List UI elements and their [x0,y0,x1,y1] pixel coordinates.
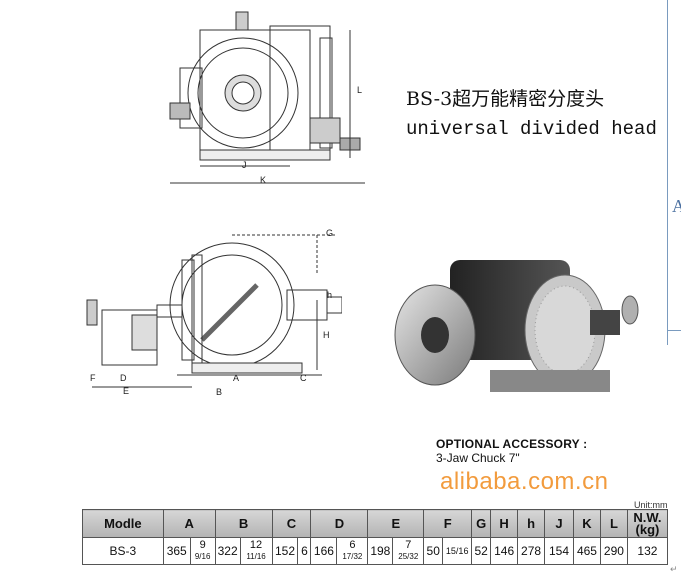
panel-letter: A [672,196,681,216]
cell-L: 290 [599,537,628,565]
dim-label-L: L [357,85,363,95]
header-A: A [162,509,216,538]
header-nw: N.W.(kg) [626,509,669,538]
cell-C-mm: 152 [271,537,299,565]
header-H: H [490,509,519,538]
watermark: alibaba.com.cn [440,468,609,495]
cell-nw: 132 [626,537,669,565]
spec-table: Modle A B C D E F G H h J K L N.W.(kg) B… [82,509,669,565]
cell-model: BS-3 [82,537,164,565]
header-E: E [367,509,425,538]
cell-B-in-whole: 12 [249,539,263,551]
cell-D-in-frac: 17/32 [342,552,363,561]
cell-C-in: 6 [297,537,312,565]
front-view-drawing [169,11,365,184]
cell-G: 52 [471,537,492,565]
cell-F-in: 15/16 [442,537,473,565]
header-K: K [572,509,601,538]
side-view-drawing [86,234,342,388]
dim-label-G: G [326,228,334,238]
cell-H: 146 [490,537,519,565]
heading-english: universal divided head [406,118,657,140]
dim-label-J: J [242,160,247,170]
product-heading: BS-3超万能精密分度头 universal divided head [406,84,657,144]
dim-label-B: B [216,387,223,397]
cell-J: 154 [544,537,574,565]
header-F: F [423,509,473,538]
dim-label-C: C [300,373,307,383]
header-J: J [544,509,574,538]
cell-B-mm: 322 [214,537,241,565]
cell-A-in-frac: 9/16 [194,552,211,561]
header-h: h [517,509,546,538]
header-B: B [214,509,273,538]
cell-D-in-whole: 6 [349,539,356,551]
cell-A-mm: 365 [162,537,191,565]
heading-chinese: BS-3超万能精密分度头 [406,88,605,110]
accessory-note: OPTIONAL ACCESSORY : 3-Jaw Chuck 7" [436,437,587,465]
adjacent-window-edge: A [667,0,681,345]
dim-label-K: K [260,175,267,185]
table-header-row: Modle A B C D E F G H h J K L N.W.(kg) [82,509,669,538]
dim-label-D: D [120,373,127,383]
dim-label-E: E [123,386,130,396]
header-C: C [271,509,312,538]
accessory-title: OPTIONAL ACCESSORY : [436,437,588,451]
cell-E-mm: 198 [367,537,394,565]
dim-label-F: F [90,373,96,383]
header-G: G [471,509,492,538]
dim-label-A: A [233,373,240,383]
product-photo [394,260,639,392]
return-mark: ↵ [670,564,678,574]
cell-F-mm: 50 [423,537,444,565]
cell-E-in-whole: 7 [405,539,412,551]
cell-B-in-frac: 11/16 [246,552,266,561]
panel-divider [668,330,681,345]
cell-A-in-whole: 9 [199,539,206,551]
dim-label-h: h [327,290,333,300]
unit-label: Unit:mm [634,500,668,510]
cell-E-in-frac: 25/32 [398,552,419,561]
header-nw-line1: N.W. [633,509,662,525]
header-model: Modle [82,509,164,538]
cell-K: 465 [572,537,601,565]
accessory-item: 3-Jaw Chuck 7" [436,451,520,465]
dim-label-H: H [323,330,330,340]
cell-h: 278 [517,537,546,565]
header-D: D [310,509,369,538]
header-L: L [599,509,628,538]
header-nw-line2: (kg) [635,521,660,537]
cell-D-mm: 166 [310,537,338,565]
